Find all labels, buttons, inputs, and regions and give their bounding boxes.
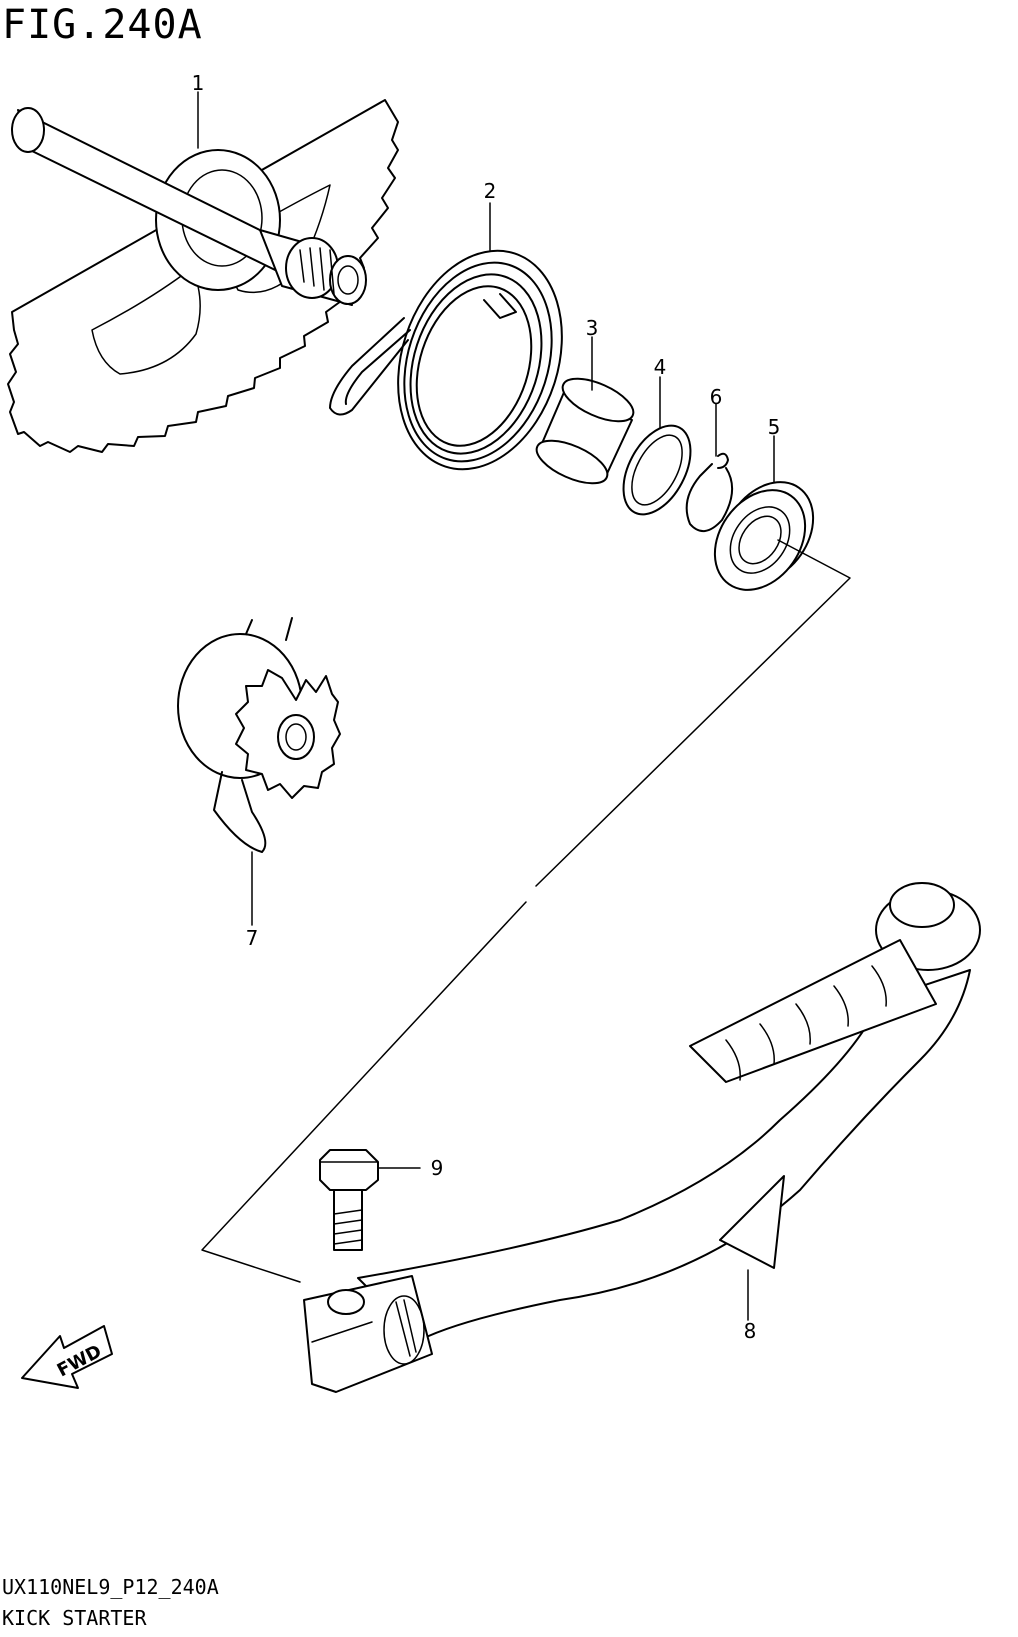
part-spacer[interactable] (531, 370, 639, 492)
part-bolt[interactable] (319, 1149, 379, 1251)
alignment-line-lower (201, 901, 527, 1283)
part-return-spring[interactable] (329, 229, 589, 490)
part-washer[interactable] (610, 414, 705, 525)
callout-3[interactable]: 3 (586, 316, 599, 340)
figure-name: KICK STARTER (2, 1606, 147, 1630)
callout-8[interactable]: 8 (744, 1319, 757, 1343)
callout-9[interactable]: 9 (431, 1156, 444, 1180)
part-circlip[interactable] (685, 452, 733, 532)
part-idle-gear[interactable] (177, 617, 341, 853)
callout-4[interactable]: 4 (654, 355, 667, 379)
figure-title: FIG.240A (2, 2, 203, 48)
callout-7[interactable]: 7 (246, 926, 259, 950)
figure-code: UX110NEL9_P12_240A (2, 1575, 219, 1599)
fwd-direction-badge: FWD (21, 1325, 113, 1389)
callout-6[interactable]: 6 (710, 385, 723, 409)
part-oil-seal[interactable] (696, 465, 831, 607)
callout-5[interactable]: 5 (768, 415, 781, 439)
alignment-line-upper (535, 539, 851, 887)
part-kick-starter-lever[interactable] (303, 882, 981, 1393)
callout-2[interactable]: 2 (484, 179, 497, 203)
part-kick-starter-shaft[interactable] (7, 99, 399, 453)
callout-1[interactable]: 1 (192, 71, 205, 95)
